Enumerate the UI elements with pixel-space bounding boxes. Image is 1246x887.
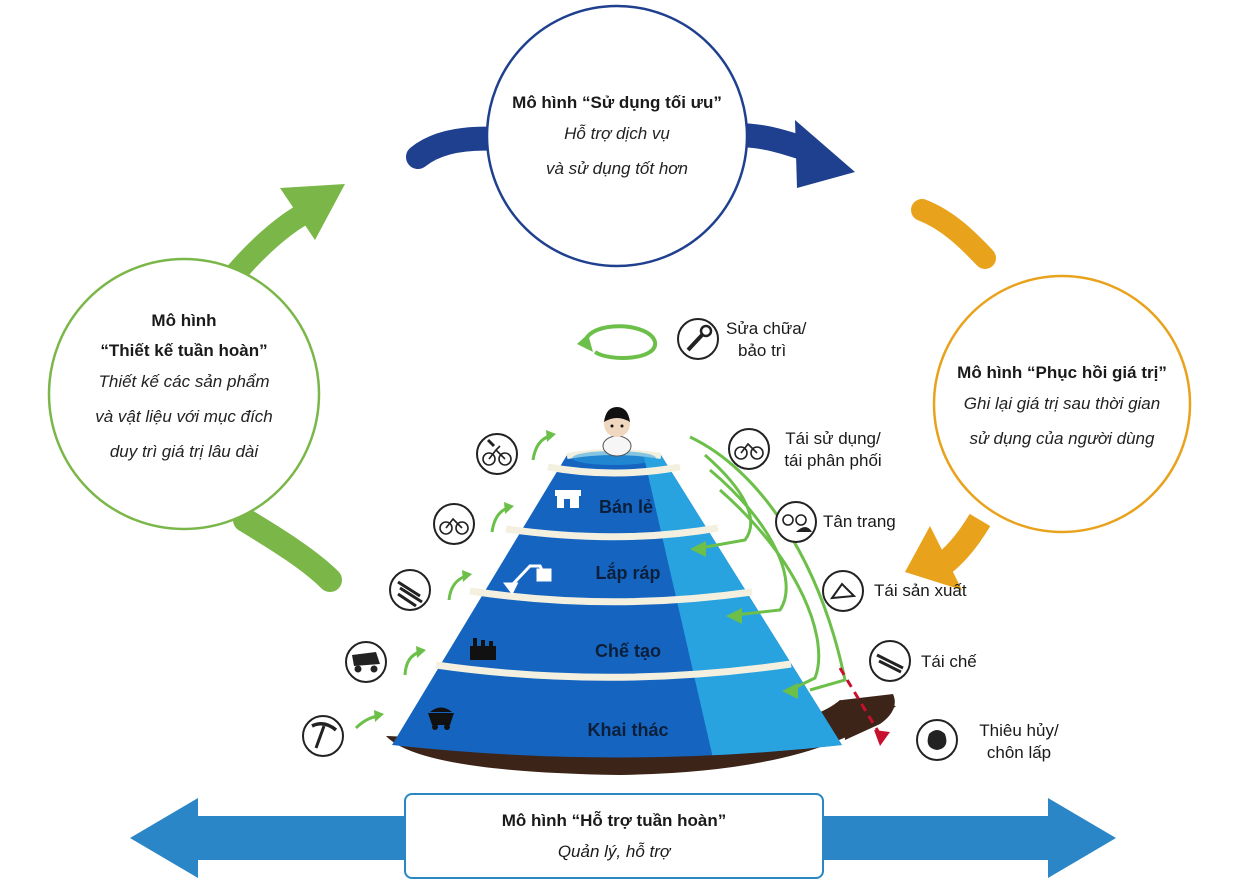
label-repair-line1: Sửa chữa/	[726, 319, 807, 338]
left-circle	[47, 257, 321, 531]
left-circle-title-2: “Thiết kế tuần hoàn”	[100, 340, 268, 360]
pipes-icon	[869, 640, 911, 682]
label-dispose: Thiêu hủy/ chôn lấp	[964, 720, 1074, 764]
left-circle-line3: duy trì giá trị lâu dài	[109, 441, 259, 461]
left-step-arrowheads	[374, 430, 556, 722]
disposal-arrowhead	[874, 730, 890, 746]
dump-truck-icon	[345, 641, 387, 683]
bike-frame-icon	[822, 570, 864, 612]
repair-loop	[577, 324, 657, 360]
top-circle-text: Mô hình “Sử dụng tối ưu” Hỗ trợ dịch vụ …	[487, 86, 747, 190]
label-remanufacture: Tái sản xuất	[874, 581, 967, 600]
label-reuse: Tái sử dụng/ tái phân phối	[768, 428, 898, 472]
left-circle-line2: và vật liệu với mục đích	[95, 406, 273, 426]
support-model-box: Mô hình “Hỗ trợ tuần hoàn” Quản lý, hỗ t…	[404, 793, 824, 879]
label-dispose-line1: Thiêu hủy/	[979, 721, 1059, 740]
right-circle-line1: Ghi lại giá trị sau thời gian	[963, 394, 1161, 413]
label-dispose-line2: chôn lấp	[986, 743, 1052, 762]
tier-assembly: Lắp ráp	[595, 563, 661, 583]
label-refurbish: Tân trang	[823, 512, 896, 531]
left-circle-line1: Thiết kế các sản phẩm	[98, 371, 270, 391]
orange-arrow	[905, 199, 996, 590]
label-repair: Sửa chữa/ bảo trì	[726, 318, 806, 362]
tier-retail: Bán lẻ	[598, 497, 654, 517]
tier-manufacturing: Chế tạo	[594, 641, 661, 661]
person-icon	[602, 407, 632, 457]
pickaxe-icon	[302, 715, 344, 757]
label-reuse-line1: Tái sử dụng/	[785, 429, 881, 448]
top-circle-line1: Hỗ trợ dịch vụ	[564, 124, 670, 143]
top-circle-line2: và sử dụng tốt hơn	[545, 159, 689, 178]
excavator-icon	[503, 564, 552, 595]
label-reuse-line2: tái phân phối	[784, 451, 882, 470]
mine-cart-icon	[428, 707, 454, 730]
right-circle-title: Mô hình “Phục hồi giá trị”	[957, 363, 1167, 382]
support-model-title: Mô hình “Hỗ trợ tuần hoàn”	[501, 811, 727, 830]
garbage-bag-icon	[916, 719, 958, 761]
bicycle-icon	[433, 503, 475, 545]
label-recycle: Tái chế	[921, 652, 977, 671]
top-circle-title: Mô hình “Sử dụng tối ưu”	[512, 93, 722, 112]
right-circle-line2: sử dụng của người dùng	[969, 429, 1155, 448]
wrench-icon	[677, 318, 719, 360]
label-repair-line2: bảo trì	[738, 341, 787, 360]
tier-extraction: Khai thác	[587, 720, 669, 740]
bicycle-icon	[728, 428, 770, 470]
support-model-subtitle: Quản lý, hỗ trợ	[557, 842, 671, 861]
top-circle	[485, 4, 749, 268]
store-icon	[555, 490, 581, 508]
left-circle-text: Mô hình “Thiết kế tuần hoàn” Thiết kế cá…	[54, 302, 314, 474]
right-circle-text: Mô hình “Phục hồi giá trị” Ghi lại giá t…	[934, 358, 1190, 458]
bicycle-icon	[476, 433, 518, 475]
factory-icon	[470, 638, 496, 660]
left-circle-title-1: Mô hình	[151, 310, 217, 330]
right-circle	[932, 274, 1192, 534]
bicycle-icon	[775, 501, 817, 543]
flow-arrowheads	[690, 541, 798, 699]
lumber-icon	[389, 569, 431, 611]
